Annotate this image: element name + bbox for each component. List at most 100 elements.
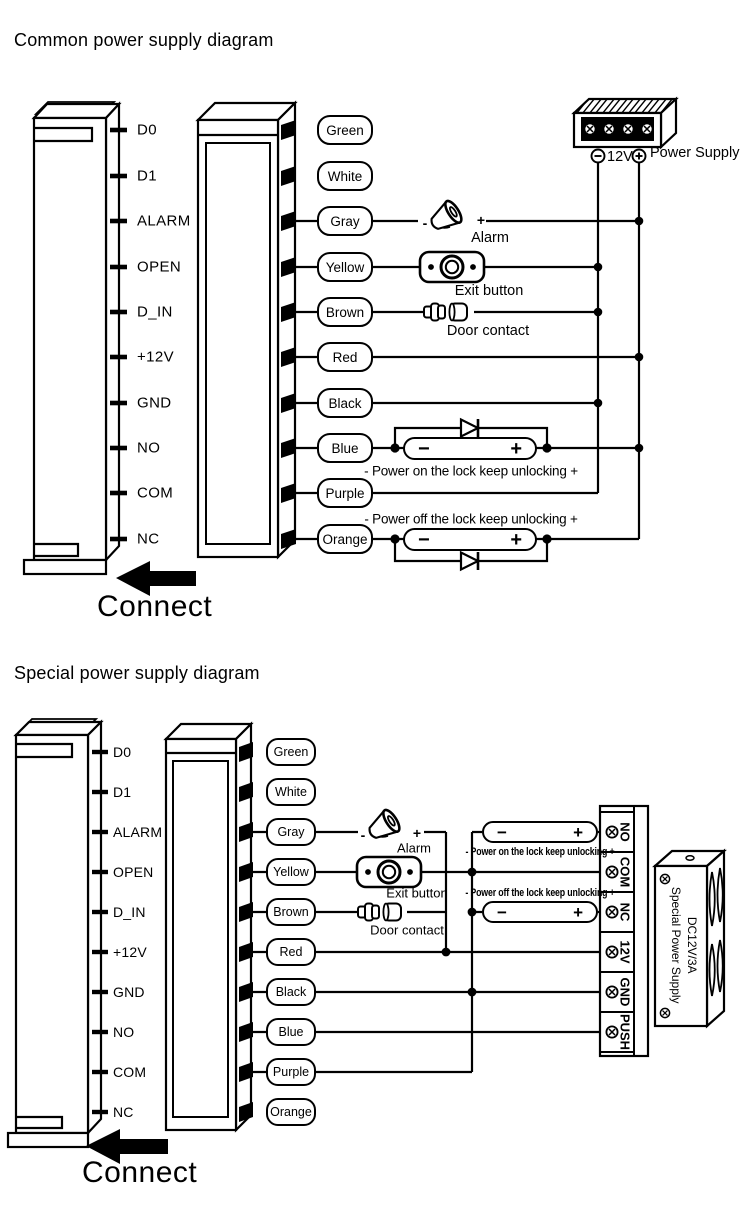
minus-terminal-icon (590, 148, 606, 164)
pin-label-nc: NC (113, 1104, 134, 1120)
lock-on-caption: - Power on the lock keep unlocking + (364, 463, 578, 479)
wire-label-purple: Purple (266, 1058, 316, 1086)
pin-label-d0: D0 (137, 121, 157, 139)
exit-button-icon (418, 250, 486, 284)
junction-dots-bottom (441, 867, 477, 997)
common-diagram-title: Common power supply diagram (14, 30, 274, 50)
wire-label-black: Black (266, 978, 316, 1006)
lock-off-caption: - Power off the lock keep unlocking + (364, 511, 578, 527)
lock-fail-safe: − + (403, 437, 537, 460)
pin-label-din: D_IN (137, 303, 173, 321)
wire-label-blue: Blue (317, 433, 373, 463)
keypad-device-top (22, 101, 122, 576)
special-diagram-title: Special power supply diagram (14, 663, 260, 683)
exit-button-label: Exit button (454, 283, 524, 299)
pin-label-com: COM (137, 484, 174, 502)
pin-label-din: D_IN (113, 904, 146, 920)
pin-label-no: NO (137, 439, 161, 457)
pin-label-gnd: GND (137, 394, 172, 412)
wire-label-brown: Brown (266, 898, 316, 926)
exit-button-icon (355, 855, 423, 889)
connect-arrow-bottom (86, 1129, 168, 1164)
connect-label-top: Connect (97, 590, 213, 623)
wires-top (296, 219, 639, 563)
wire-label-gray: Gray (317, 206, 373, 236)
terminal-label-gnd: GND (617, 977, 633, 1007)
lock-minus: − (497, 822, 507, 842)
lock-fail-secure: − + (403, 528, 537, 551)
wire-label-purple: Purple (317, 478, 373, 508)
special-psu-name: Special Power Supply (669, 886, 683, 1004)
special-psu-box (652, 848, 727, 1029)
reader-device-bottom (163, 721, 254, 1133)
door-contact-icon (357, 902, 402, 922)
wire-label-yellow: Yellow (266, 858, 316, 886)
terminal-label-nc: NC (617, 902, 633, 922)
lock-minus: − (497, 902, 507, 922)
terminal-label-push: PUSH (617, 1013, 633, 1051)
power-rails-top (596, 163, 641, 539)
alarm-icon (424, 197, 466, 237)
reader-terminals-top (281, 120, 296, 549)
wire-label-red: Red (266, 938, 316, 966)
wire-label-orange: Orange (317, 524, 373, 554)
lock-minus: − (418, 528, 430, 551)
pin-label-d0: D0 (113, 744, 132, 760)
exit-button-label: Exit button (386, 885, 448, 901)
wire-label-white: White (266, 778, 316, 806)
lock-on-caption: - Power on the lock keep unlocking + (465, 846, 615, 858)
pin-label-12v: +12V (113, 944, 147, 960)
door-contact-label: Door contact (446, 323, 530, 339)
pin-label-nc: NC (137, 530, 160, 548)
wire-label-red: Red (317, 342, 373, 372)
reader-device-top (195, 100, 298, 560)
special-psu-label: DC12V/3A Special Power Supply (668, 860, 700, 1030)
wire-label-white: White (317, 161, 373, 191)
terminal-label-no: NO (617, 822, 633, 842)
pin-label-gnd: GND (113, 984, 145, 1000)
door-contact-icon (423, 302, 468, 322)
wire-label-green: Green (317, 115, 373, 145)
psu-label: Power Supply (650, 145, 740, 161)
pin-label-no: NO (113, 1024, 135, 1040)
keypad-pins-top (110, 127, 127, 542)
vent-slots (708, 867, 724, 997)
diode-icon (459, 417, 480, 439)
wire-label-brown: Brown (317, 297, 373, 327)
terminal-label-12v: 12V (617, 940, 633, 964)
keypad-device-bottom (6, 718, 104, 1149)
alarm-plus-sign: + (412, 825, 422, 841)
lock-off-caption: - Power off the lock keep unlocking + (465, 887, 615, 899)
wire-label-orange: Orange (266, 1098, 316, 1126)
connect-arrow-top (116, 561, 196, 596)
alarm-plus-sign: + (476, 212, 486, 228)
pin-label-12v: +12V (137, 348, 175, 366)
diode-icon (459, 550, 480, 572)
wire-label-yellow: Yellow (317, 252, 373, 282)
lock-plus: + (510, 528, 522, 551)
lock-minus: − (418, 437, 430, 460)
alarm-label: Alarm (471, 230, 509, 246)
reader-terminals-bottom (239, 742, 253, 1122)
alarm-minus-sign: - (422, 215, 428, 231)
keypad-pins-bottom (92, 749, 108, 1115)
plus-terminal-icon (631, 148, 647, 164)
alarm-label: Alarm (397, 840, 431, 856)
pin-label-alarm: ALARM (113, 824, 163, 840)
power-supply-box (571, 96, 679, 164)
pin-label-d1: D1 (113, 784, 132, 800)
psu-voltage: 12V (607, 149, 633, 165)
pin-label-open: OPEN (137, 258, 182, 276)
wire-label-blue: Blue (266, 1018, 316, 1046)
pin-label-open: OPEN (113, 864, 154, 880)
alarm-icon (362, 806, 404, 846)
pin-label-d1: D1 (137, 167, 157, 185)
pin-label-alarm: ALARM (137, 212, 191, 230)
wire-label-green: Green (266, 738, 316, 766)
connect-label-bottom: Connect (82, 1156, 198, 1189)
junction-dots-top (390, 216, 644, 544)
wire-label-black: Black (317, 388, 373, 418)
lock-fail-safe: − + (482, 821, 598, 843)
